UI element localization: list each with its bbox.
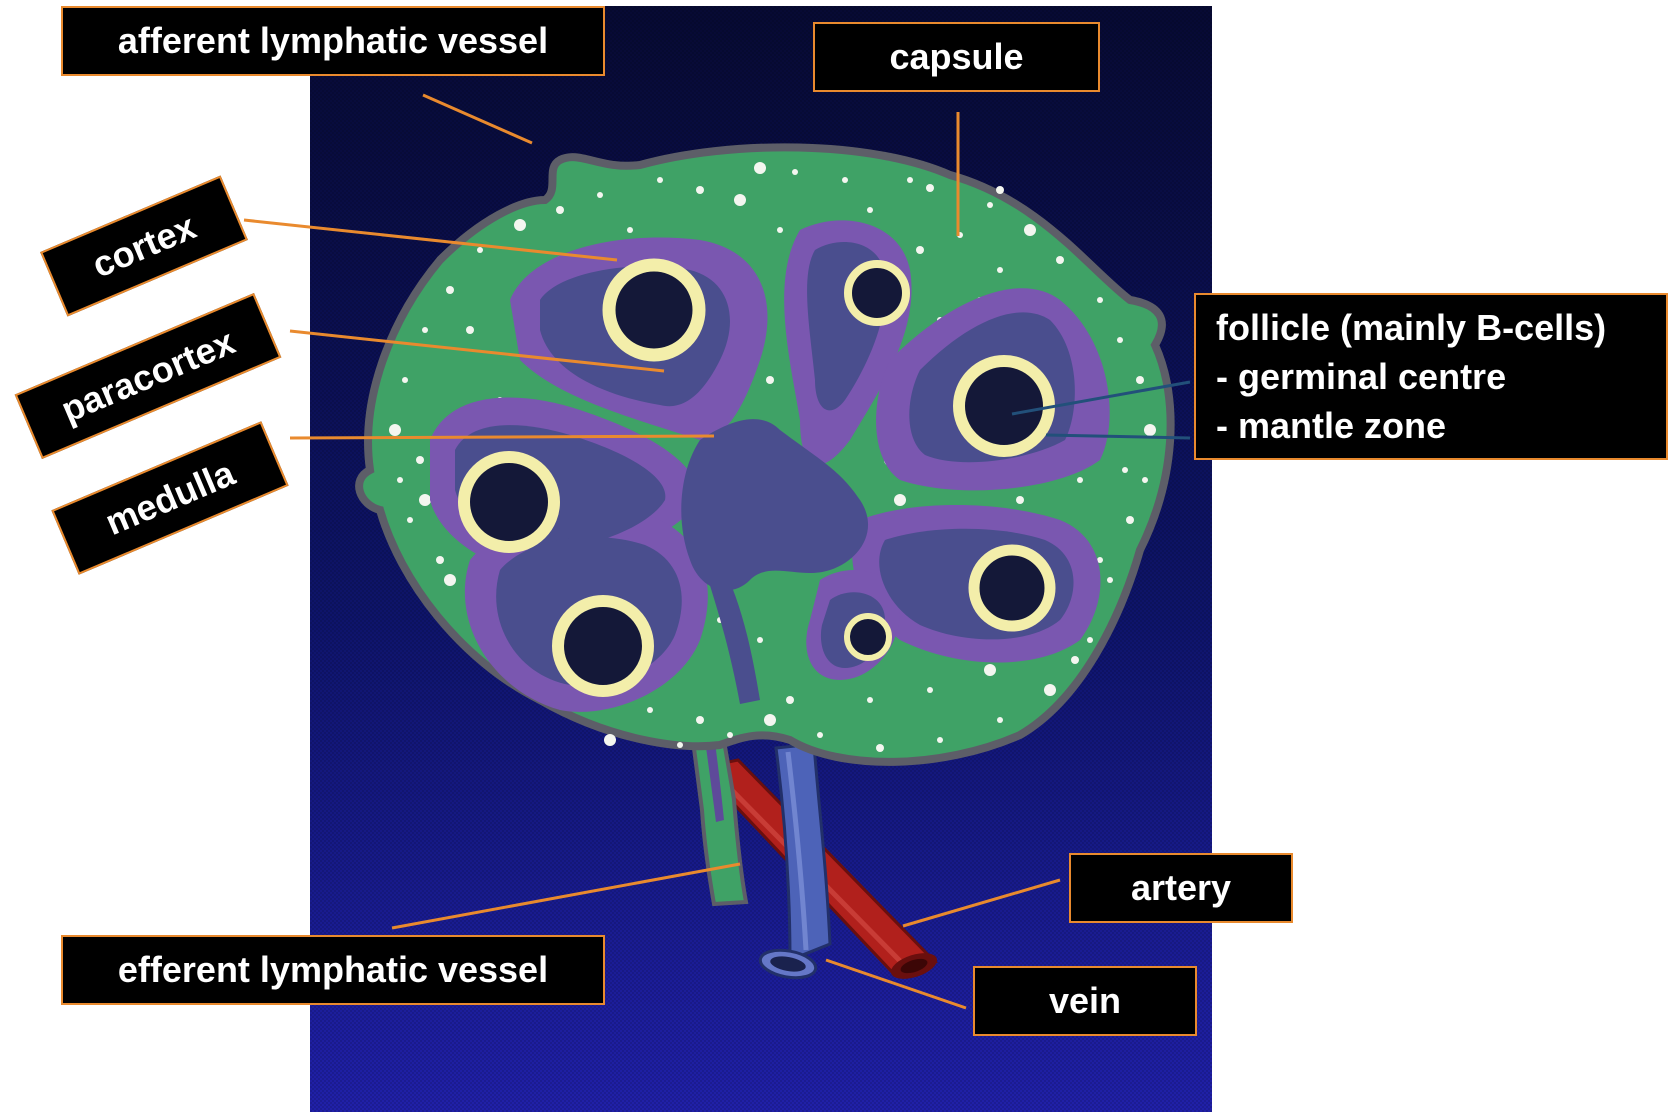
speckle xyxy=(997,267,1003,273)
speckle xyxy=(926,184,934,192)
speckle xyxy=(444,574,456,586)
follicle-2 xyxy=(848,264,906,322)
speckle xyxy=(677,742,683,748)
follicle-germinal-centre: - germinal centre xyxy=(1216,352,1506,401)
follicle-7 xyxy=(847,616,889,658)
speckle xyxy=(876,744,884,752)
speckle xyxy=(1024,224,1036,236)
speckle xyxy=(657,177,663,183)
speckle xyxy=(1107,577,1113,583)
speckle xyxy=(1056,256,1064,264)
follicle-mantle-zone: - mantle zone xyxy=(1216,401,1446,450)
speckle xyxy=(764,714,776,726)
speckle xyxy=(727,732,733,738)
speckle xyxy=(647,707,653,713)
speckle xyxy=(407,517,413,523)
speckle xyxy=(867,697,873,703)
speckle xyxy=(627,227,633,233)
speckle xyxy=(1016,496,1024,504)
speckle xyxy=(937,737,943,743)
label-vein: vein xyxy=(973,966,1197,1036)
speckle xyxy=(514,219,526,231)
speckle xyxy=(1087,637,1093,643)
speckle xyxy=(777,227,783,233)
speckle xyxy=(416,456,424,464)
speckle xyxy=(597,192,603,198)
speckle xyxy=(916,246,924,254)
speckle xyxy=(1097,297,1103,303)
follicle-title: follicle (mainly B-cells) xyxy=(1216,303,1606,352)
speckle xyxy=(477,247,483,253)
leader-medulla xyxy=(290,436,714,438)
follicle-3 xyxy=(959,361,1049,451)
speckle xyxy=(397,477,403,483)
speckle xyxy=(984,664,996,676)
follicle-6 xyxy=(974,550,1050,626)
speckle xyxy=(556,206,564,214)
speckle xyxy=(419,494,431,506)
label-artery: artery xyxy=(1069,853,1293,923)
speckle xyxy=(817,732,823,738)
follicle-1 xyxy=(609,265,699,355)
speckle xyxy=(867,207,873,213)
speckle xyxy=(466,326,474,334)
speckle xyxy=(1117,337,1123,343)
speckle xyxy=(1142,477,1148,483)
speckle xyxy=(1136,376,1144,384)
speckle xyxy=(446,286,454,294)
speckle xyxy=(422,327,428,333)
label-capsule: capsule xyxy=(813,22,1100,92)
speckle xyxy=(997,717,1003,723)
speckle xyxy=(786,696,794,704)
speckle xyxy=(766,376,774,384)
speckle xyxy=(402,377,408,383)
follicle-4 xyxy=(464,457,554,547)
speckle xyxy=(894,494,906,506)
speckle xyxy=(389,424,401,436)
follicle-5 xyxy=(558,601,648,691)
label-follicle: follicle (mainly B-cells) - germinal cen… xyxy=(1194,293,1668,460)
speckle xyxy=(927,687,933,693)
speckle xyxy=(436,556,444,564)
speckle xyxy=(1071,656,1079,664)
speckle xyxy=(1144,424,1156,436)
speckle xyxy=(996,186,1004,194)
speckle xyxy=(1077,477,1083,483)
speckle xyxy=(907,177,913,183)
speckle xyxy=(757,637,763,643)
speckle xyxy=(696,186,704,194)
label-efferent-lymphatic-vessel: efferent lymphatic vessel xyxy=(61,935,605,1005)
speckle xyxy=(734,194,746,206)
label-afferent-lymphatic-vessel: afferent lymphatic vessel xyxy=(61,6,605,76)
speckle xyxy=(842,177,848,183)
speckle xyxy=(1122,467,1128,473)
speckle xyxy=(754,162,766,174)
speckle xyxy=(987,202,993,208)
speckle xyxy=(696,716,704,724)
speckle xyxy=(1044,684,1056,696)
speckle xyxy=(604,734,616,746)
speckle xyxy=(1126,516,1134,524)
speckle xyxy=(792,169,798,175)
